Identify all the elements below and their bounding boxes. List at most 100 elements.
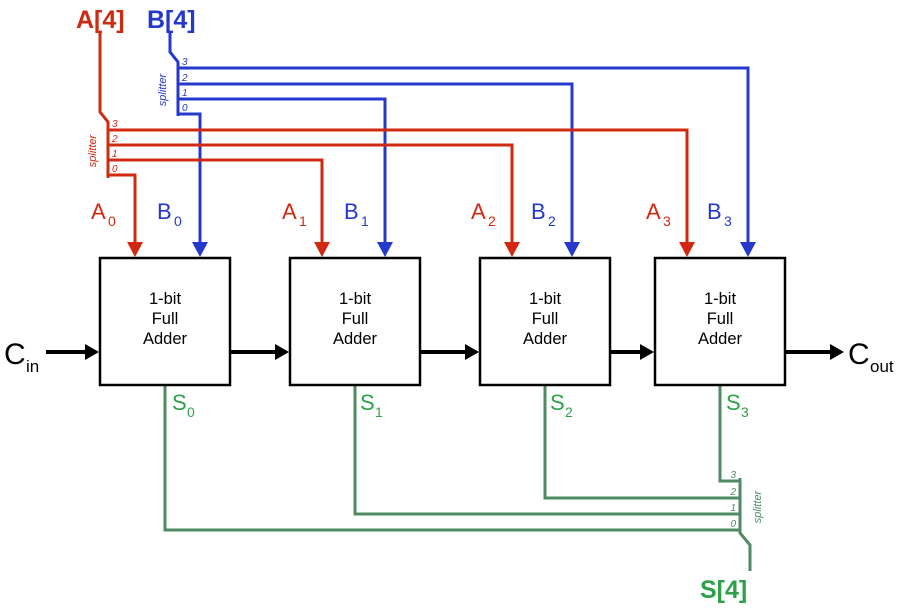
adder-box-1	[288, 256, 422, 387]
cout-label-sub: out	[870, 357, 894, 376]
s3-label-sub: 3	[741, 404, 749, 420]
adder-box-labels: 1-bit Full Adder 1-bit Full Adder 1-bit …	[143, 290, 743, 348]
b-bus-label: B[4]	[147, 6, 196, 34]
adder2-line1: 1-bit	[529, 290, 562, 308]
a2-arrowhead-icon	[504, 242, 520, 257]
b1-label-sub: 1	[361, 213, 369, 229]
b2-arrowhead-icon	[564, 242, 580, 257]
b1-label: B	[344, 199, 359, 224]
a-splitter-label: splitter	[87, 133, 99, 167]
b-splitter-label: splitter	[157, 72, 169, 106]
cout-label: C	[848, 338, 870, 371]
s1-label: S	[360, 390, 375, 415]
s-splitter-label: splitter	[752, 489, 764, 523]
sum-bit-labels: S[4] S 0 S 1 S 2 S 3	[172, 390, 749, 604]
adder1-line1: 1-bit	[339, 290, 372, 308]
carry23-arrowhead-icon	[640, 344, 654, 360]
b-bus-wires	[168, 32, 750, 243]
a-splitter-pin-3: 3	[112, 119, 118, 130]
b0-arrowhead-icon	[192, 242, 208, 257]
adder0-line2: Full	[152, 310, 179, 328]
cin-arrowhead-icon	[85, 344, 99, 360]
adder0-line1: 1-bit	[149, 290, 182, 308]
s0-label: S	[172, 390, 187, 415]
s1-label-sub: 1	[375, 404, 383, 420]
b-bus-main-wire	[168, 32, 180, 116]
s-bus-label: S[4]	[700, 576, 747, 604]
s3-label: S	[726, 390, 741, 415]
s-combiner-wire	[738, 478, 752, 571]
adder1-line3: Adder	[333, 330, 378, 348]
b0-label: B	[157, 199, 172, 224]
b2-label: B	[531, 199, 546, 224]
a-bus-main-wire	[98, 32, 110, 178]
s-splitter-pin-3: 3	[730, 470, 736, 481]
b2-label-sub: 2	[548, 213, 556, 229]
a-bus-label: A[4]	[76, 6, 125, 34]
a-bit1-wire	[108, 158, 324, 243]
sum-splitter-labels: splitter 3 2 1 0	[729, 470, 764, 530]
b-splitter-pin-1: 1	[182, 88, 188, 99]
s2-label: S	[550, 390, 565, 415]
a-bit2-wire	[108, 143, 514, 243]
a-arrowheads	[127, 242, 695, 257]
a1-label: A	[282, 199, 297, 224]
s-splitter-pin-2: 2	[729, 487, 736, 498]
a-splitter-pin-1: 1	[112, 149, 118, 160]
carry12-arrowhead-icon	[465, 344, 479, 360]
s2-label-sub: 2	[565, 404, 573, 420]
a-splitter-pin-2: 2	[111, 134, 118, 145]
carry-arrowheads	[85, 344, 844, 360]
s1-wire	[353, 386, 740, 516]
a0-arrowhead-icon	[127, 242, 143, 257]
a1-label-sub: 1	[299, 213, 307, 229]
a3-arrowhead-icon	[679, 242, 695, 257]
adder0-line3: Adder	[143, 330, 188, 348]
b3-label-sub: 3	[724, 213, 732, 229]
a2-label-sub: 2	[488, 213, 496, 229]
b3-arrowhead-icon	[740, 242, 756, 257]
a0-label: A	[91, 199, 106, 224]
cin-label: C	[4, 338, 26, 371]
b-bus-labels: B[4] splitter 3 2 1 0 B 0 B 1 B 2 B 3	[147, 6, 732, 229]
b3-label: B	[707, 199, 722, 224]
carry-labels: C in C out	[4, 338, 894, 376]
b-splitter-pin-2: 2	[181, 73, 188, 84]
s0-wire	[163, 386, 740, 532]
a0-label-sub: 0	[108, 213, 116, 229]
b-bit3-wire	[178, 66, 750, 243]
b-bit1-wire	[178, 97, 387, 243]
s2-wire	[543, 386, 740, 500]
a-bus-labels: A[4] splitter 3 2 1 0 A 0 A 1 A 2 A 3	[76, 6, 671, 229]
adder1-line2: Full	[342, 310, 369, 328]
b1-arrowhead-icon	[377, 242, 393, 257]
b-splitter-pin-0: 0	[182, 103, 188, 114]
cout-arrowhead-icon	[830, 344, 844, 360]
adder3-line2: Full	[707, 310, 734, 328]
s-splitter-pin-0: 0	[730, 519, 736, 530]
a-splitter-pin-0: 0	[112, 164, 118, 175]
adder-box-0	[98, 256, 232, 387]
b-splitter-pin-3: 3	[182, 57, 188, 68]
adder3-line1: 1-bit	[704, 290, 737, 308]
a-bit0-wire	[108, 173, 137, 243]
b0-label-sub: 0	[174, 213, 182, 229]
s-splitter-pin-1: 1	[730, 503, 736, 514]
a1-arrowhead-icon	[314, 242, 330, 257]
s3-wire	[718, 386, 740, 483]
adder-box-3	[653, 256, 787, 387]
adder-box-2	[478, 256, 612, 387]
s0-label-sub: 0	[187, 404, 195, 420]
a3-label-sub: 3	[663, 213, 671, 229]
a-bit3-wire	[108, 128, 689, 243]
adder2-line2: Full	[532, 310, 559, 328]
a2-label: A	[471, 199, 486, 224]
adder2-line3: Adder	[523, 330, 568, 348]
adder-boxes	[98, 256, 787, 387]
b-bit0-wire	[178, 112, 202, 243]
a-bus-wires	[98, 32, 689, 243]
adder3-line3: Adder	[698, 330, 743, 348]
b-bit2-wire	[178, 82, 574, 243]
